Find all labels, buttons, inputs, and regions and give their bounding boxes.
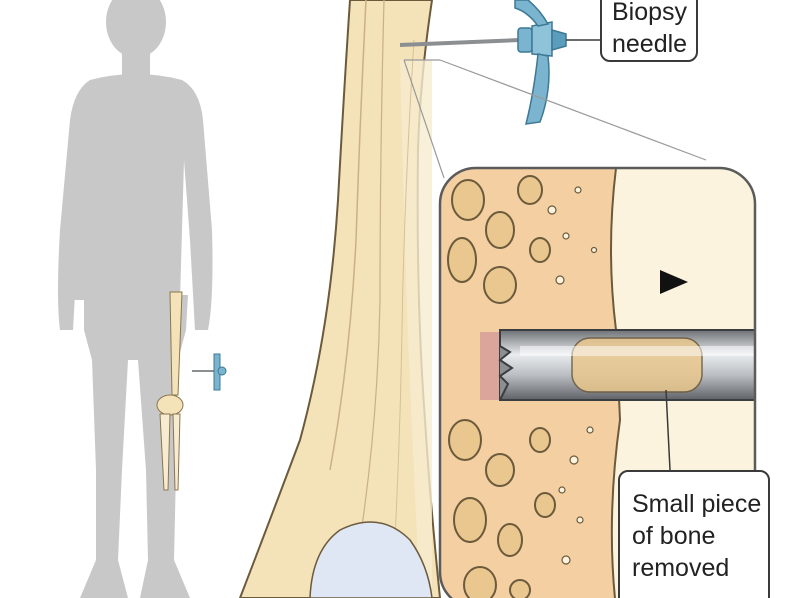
- biopsy-needle-label-line1: Biopsy: [612, 0, 688, 26]
- biopsy-needle-label-line2: needle: [612, 30, 688, 58]
- bone-sample-label-line3: removed: [632, 554, 730, 582]
- bone-sample-callout: Small piece of bone removed: [618, 470, 770, 598]
- small-biopsy-needle-icon: [192, 353, 227, 391]
- bone-sample-label-line2: of bone: [632, 522, 716, 550]
- zoom-lines: [403, 59, 707, 179]
- inset-frame: [438, 166, 757, 598]
- small-leg-bones: [156, 291, 184, 491]
- person-silhouette-icon: [58, 0, 213, 598]
- biopsy-needle-icon: [399, 0, 600, 125]
- biopsy-needle-callout: Biopsy needle: [600, 0, 698, 62]
- femur-bone: [238, 0, 442, 598]
- arrow-right-icon: [660, 270, 688, 294]
- bone-sample-label-line1: Small piece: [632, 490, 762, 518]
